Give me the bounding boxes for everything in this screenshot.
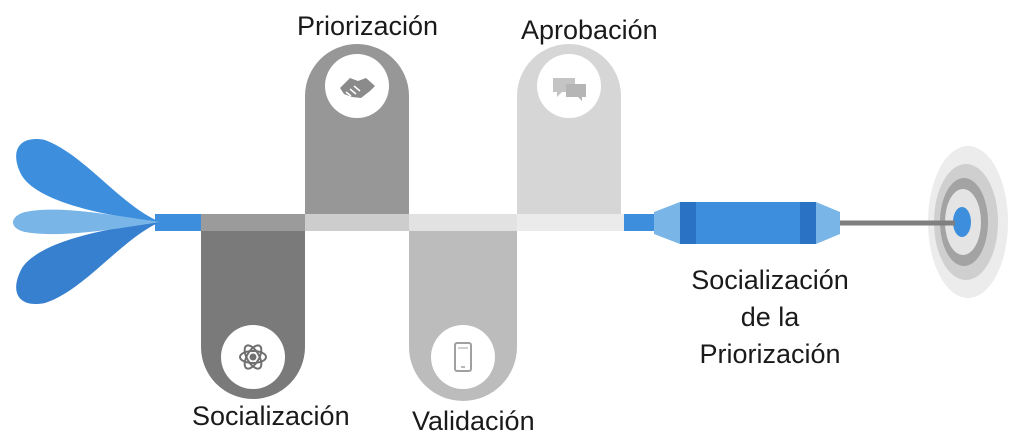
final-stage-line-2: de la — [740, 302, 800, 332]
stage-label-validacion: Validación — [412, 406, 535, 435]
stage-label-aprobacion: Aprobación — [521, 15, 658, 45]
target-icon — [928, 146, 1008, 298]
smartphone-icon — [454, 342, 472, 372]
dart-flights-icon — [12, 139, 160, 305]
chat-bubbles-icon — [553, 78, 586, 101]
handshake-icon — [340, 78, 375, 98]
stage-label-socializacion: Socialización — [192, 401, 350, 431]
final-stage-label: Socialización de la Priorización — [660, 262, 880, 373]
stage-priorizacion — [305, 44, 409, 231]
stage-socializacion — [201, 214, 305, 399]
stage-validacion — [409, 214, 517, 401]
final-stage-line-3: Priorización — [699, 339, 841, 369]
shaft-end — [624, 214, 660, 231]
final-stage-line-1: Socialización — [691, 265, 849, 295]
shaft-start — [155, 214, 203, 231]
stage-aprobacion — [517, 44, 621, 231]
dart-barrel-icon — [654, 202, 955, 244]
atom-icon — [239, 344, 267, 370]
stage-label-priorizacion: Priorización — [297, 11, 439, 41]
